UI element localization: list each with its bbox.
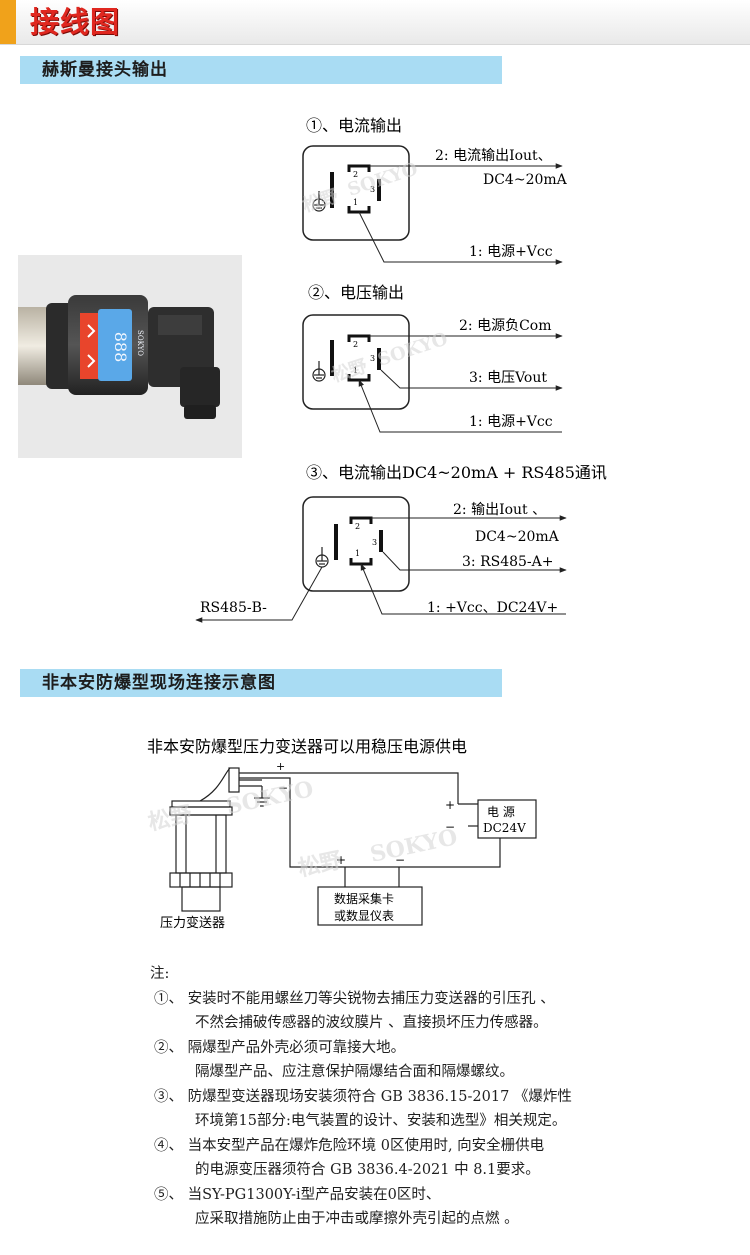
power-voltage: DC24V (483, 821, 526, 835)
pin-2-label: 2 (353, 340, 358, 349)
note-line: ①、 安装时不能用螺丝刀等尖锐物去捕压力变送器的引压孔 、 (154, 991, 555, 1007)
lcd-digits: 888 (111, 332, 130, 363)
wiring (239, 772, 501, 868)
diagram-voltage-output: ②、电压输出 2 3 1 2: 电源负Com 3: 电压Vout 1: 电源+V… (302, 283, 563, 433)
pin-1-label: 1 (353, 366, 358, 375)
section-bar-hirschmann (20, 56, 502, 84)
pin2-output-label: 2: 电流输出Iout、 (435, 148, 552, 164)
daq-plus: + (336, 853, 346, 867)
diagram1-title: ①、电流输出 (306, 116, 402, 135)
lcd-panel (98, 309, 132, 381)
pin-2-label: 2 (355, 522, 360, 531)
note-line: ⑤、 当SY-PG1300Y-i型产品安装在0区时、 (154, 1187, 441, 1203)
ground-symbol-1 (312, 191, 326, 212)
note-line: 的电源变压器须符合 GB 3836.4-2021 中 8.1要求。 (195, 1162, 540, 1178)
field-caption: 非本安防爆型压力变送器可以用稳压电源供电 (147, 737, 467, 756)
watermark-cn: 松野 (300, 185, 341, 217)
pin2-com-label: 2: 电源负Com (459, 318, 552, 334)
earth-ground-icon (254, 786, 270, 807)
section-title-non-ex: 非本安防爆型现场连接示意图 (42, 673, 276, 693)
cable-gland (180, 367, 220, 407)
notes-heading: 注: (150, 966, 170, 982)
pin-3-label: 3 (370, 185, 375, 194)
photo-brand: SOKYO (136, 330, 144, 356)
note-line: 应采取措施防止由于冲击或摩擦外壳引起的点燃 。 (195, 1211, 519, 1227)
daq-minus: − (395, 853, 405, 867)
connector-box-1 (302, 145, 410, 241)
pin1-power-label: 1: 电源+Vcc (469, 414, 553, 430)
section-bar-non-ex (20, 669, 502, 697)
section-title-hirschmann: 赫斯曼接头输出 (42, 60, 168, 80)
pin2-output-range: DC4~20mA (475, 529, 560, 545)
ground-symbol-2 (312, 361, 326, 382)
note-line: ④、 当本安型产品在爆炸危险环境 0区使用时, 向安全栅供电 (154, 1138, 545, 1154)
page-title: 接线图 (30, 5, 121, 39)
daq-label-alt: 或数显仪表 (334, 908, 394, 923)
pin3-vout-label: 3: 电压Vout (469, 370, 547, 386)
pin2-output-label: 2: 输出Iout 、 (453, 502, 546, 518)
power-label: 电 源 (487, 805, 515, 819)
diagram-current-rs485: ③、电流输出DC4~20mA + RS485通讯 2 3 1 2: 输出Iout… (195, 463, 607, 623)
pin1-power-label: 1: 电源+Vcc (469, 244, 553, 260)
wiring-diagrams: ①、电流输出 2 3 1 2: 电流输出Iout、 DC4~20mA 1: 电源… (195, 116, 607, 623)
watermark-en: SOKYO (375, 328, 450, 370)
diagram2-title: ②、电压输出 (308, 283, 404, 302)
ground-rs485b-label: RS485-B- (200, 600, 267, 616)
power-supply-box (477, 799, 537, 839)
watermark-cn: 松野 (296, 847, 344, 882)
pressure-transmitter (169, 767, 262, 912)
watermark-en: SOKYO (368, 824, 460, 868)
header-bar (0, 0, 750, 45)
pin2-output-range: DC4~20mA (483, 172, 568, 188)
watermark-cn: 松野 (146, 801, 194, 836)
note-line: ③、 防爆型变送器现场安装须符合 GB 3836.15-2017 《爆炸性 (154, 1089, 572, 1105)
note-line: 环境第15部分:电气装置的设计、安装和选型》相关规定。 (195, 1113, 567, 1129)
pin-1-label: 1 (353, 198, 358, 207)
header-accent (0, 0, 16, 44)
watermark-en: SOKYO (224, 776, 316, 820)
transmitter-plus: + (276, 760, 285, 773)
field-connection-diagram: 非本安防爆型压力变送器可以用稳压电源供电 压力变送器 + − 电 源 DC24V (146, 737, 537, 931)
connector-box-2 (302, 314, 410, 410)
note-line: 不然会捕破传感器的波纹膜片 、直接损坏压力传感器。 (195, 1015, 548, 1031)
diagram3-title: ③、电流输出DC4~20mA + RS485通讯 (306, 463, 607, 482)
daq-box (317, 886, 423, 926)
transmitter-label: 压力变送器 (160, 915, 225, 931)
daq-label: 数据采集卡 (334, 891, 394, 906)
pin-1-label: 1 (355, 549, 360, 558)
product-photo: 888 SOKYO (18, 255, 242, 458)
pin-2-label: 2 (353, 170, 358, 179)
transmitter-minus: − (278, 781, 288, 795)
power-minus: − (445, 820, 455, 834)
note-line: ②、 隔爆型产品外壳必须可靠接大地。 (154, 1040, 406, 1056)
note-line: 隔爆型产品、应注意保护隔爆结合面和隔爆螺纹。 (195, 1064, 514, 1080)
diagram-current-output: ①、电流输出 2 3 1 2: 电流输出Iout、 DC4~20mA 1: 电源… (302, 116, 568, 265)
pin-3-label: 3 (372, 538, 377, 547)
pin3-rs485a-label: 3: RS485-A+ (462, 554, 554, 570)
connector-box-3 (302, 496, 410, 592)
power-plus: + (445, 798, 455, 812)
pin-3-label: 3 (370, 354, 375, 363)
ground-symbol-3 (315, 547, 329, 568)
pin1-power-label: 1: +Vcc、DC24V+ (427, 600, 558, 616)
watermark-cn: 松野 (329, 355, 370, 387)
